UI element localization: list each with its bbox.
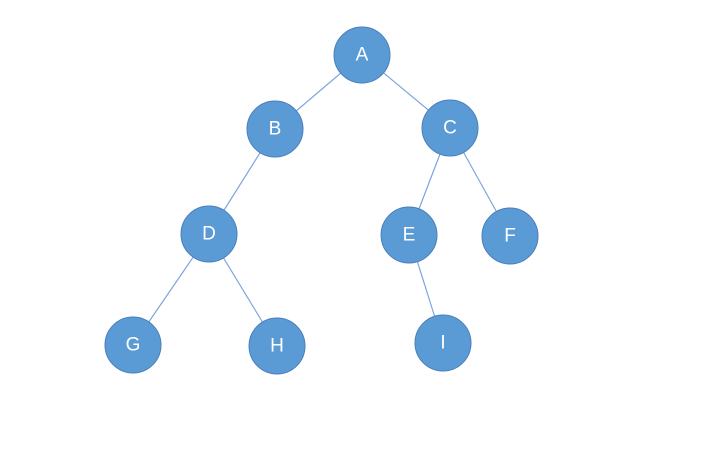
tree-node-label-F: F xyxy=(504,226,516,247)
tree-node-B[interactable]: B xyxy=(246,100,304,158)
tree-node-H[interactable]: H xyxy=(248,317,306,375)
tree-node-F[interactable]: F xyxy=(481,207,539,265)
tree-node-D[interactable]: D xyxy=(180,205,238,263)
tree-node-label-E: E xyxy=(403,225,416,246)
tree-nodes-layer: A B C D E F G H I xyxy=(104,26,539,375)
tree-node-G[interactable]: G xyxy=(104,316,162,374)
tree-edges-layer xyxy=(132,54,511,347)
tree-node-A[interactable]: A xyxy=(333,26,391,84)
tree-node-circle-E[interactable] xyxy=(380,206,438,264)
tree-node-label-B: B xyxy=(269,119,282,140)
tree-node-circle-G[interactable] xyxy=(104,316,162,374)
tree-node-circle-F[interactable] xyxy=(481,207,539,265)
tree-node-I[interactable]: I xyxy=(414,314,472,372)
tree-node-E[interactable]: E xyxy=(380,206,438,264)
tree-node-label-C: C xyxy=(443,118,457,139)
tree-node-circle-D[interactable] xyxy=(180,205,238,263)
tree-node-circle-H[interactable] xyxy=(248,317,306,375)
tree-node-label-A: A xyxy=(356,45,369,66)
tree-node-label-G: G xyxy=(126,335,141,356)
tree-node-circle-A[interactable] xyxy=(333,26,391,84)
tree-node-circle-C[interactable] xyxy=(421,99,479,157)
tree-node-circle-B[interactable] xyxy=(246,100,304,158)
tree-node-label-D: D xyxy=(202,224,216,245)
tree-node-label-H: H xyxy=(270,336,284,357)
tree-node-label-I: I xyxy=(440,333,445,354)
tree-node-circle-I[interactable] xyxy=(414,314,472,372)
tree-node-C[interactable]: C xyxy=(421,99,479,157)
